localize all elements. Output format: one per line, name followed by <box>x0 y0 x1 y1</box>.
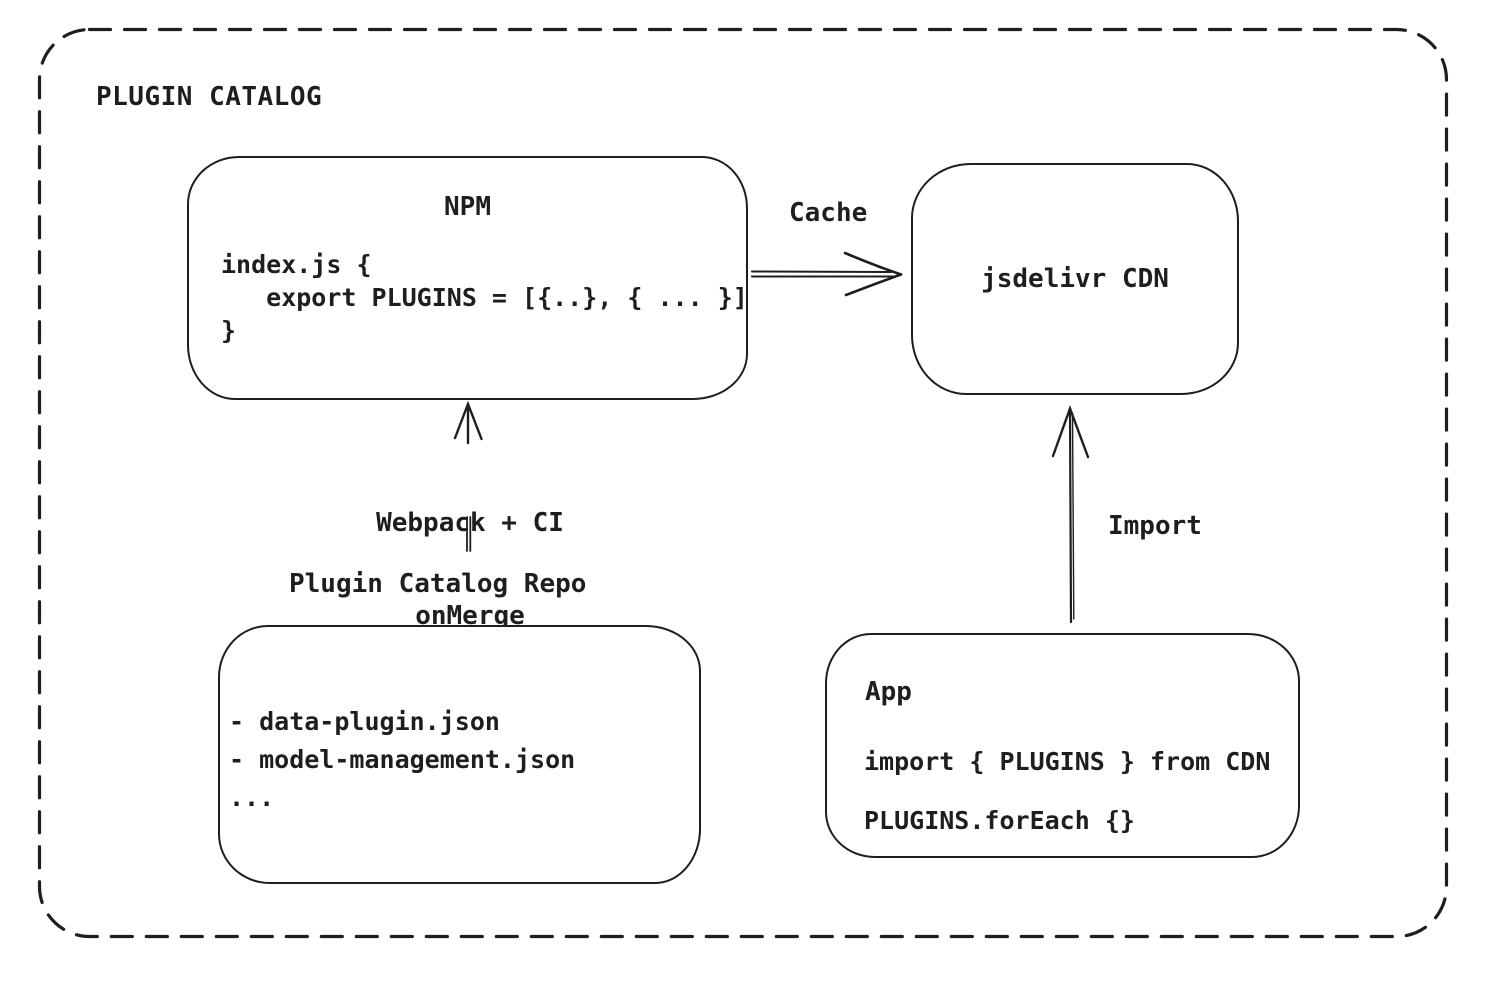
build-edge-label-line1: Webpack + CI <box>376 508 564 538</box>
code-line: } <box>221 316 237 345</box>
repo-node: - data-plugin.json - model-management.js… <box>218 625 701 884</box>
npm-node-title: NPM <box>444 192 491 222</box>
list-item: ... <box>229 783 275 812</box>
repo-file-list: - data-plugin.json - model-management.js… <box>229 703 575 817</box>
cache-arrow <box>751 251 903 297</box>
cache-edge-label: Cache <box>789 198 868 228</box>
app-code-block: import { PLUGINS } from CDN PLUGINS.forE… <box>864 732 1270 850</box>
npm-node: NPM index.js { export PLUGINS = [{..}, {… <box>187 156 748 400</box>
list-item: - data-plugin.json <box>229 707 500 736</box>
code-line: export PLUGINS = [{..}, { ... }] <box>221 283 748 312</box>
code-line: import { PLUGINS } from CDN <box>864 747 1271 776</box>
npm-code-block: index.js { export PLUGINS = [{..}, { ...… <box>221 248 748 347</box>
repo-node-label: Plugin Catalog Repo <box>289 569 587 599</box>
import-arrow <box>1051 404 1090 624</box>
code-line: index.js { <box>221 250 372 279</box>
catalog-title: PLUGIN CATALOG <box>96 82 323 112</box>
list-item: - model-management.json <box>229 745 576 774</box>
code-line: PLUGINS.forEach {} <box>864 806 1135 835</box>
app-node: App import { PLUGINS } from CDN PLUGINS.… <box>825 633 1300 858</box>
import-edge-label: Import <box>1108 511 1202 541</box>
app-node-title: App <box>865 677 912 707</box>
cdn-node-title: jsdelivr CDN <box>981 264 1169 294</box>
cdn-node: jsdelivr CDN <box>911 163 1239 395</box>
